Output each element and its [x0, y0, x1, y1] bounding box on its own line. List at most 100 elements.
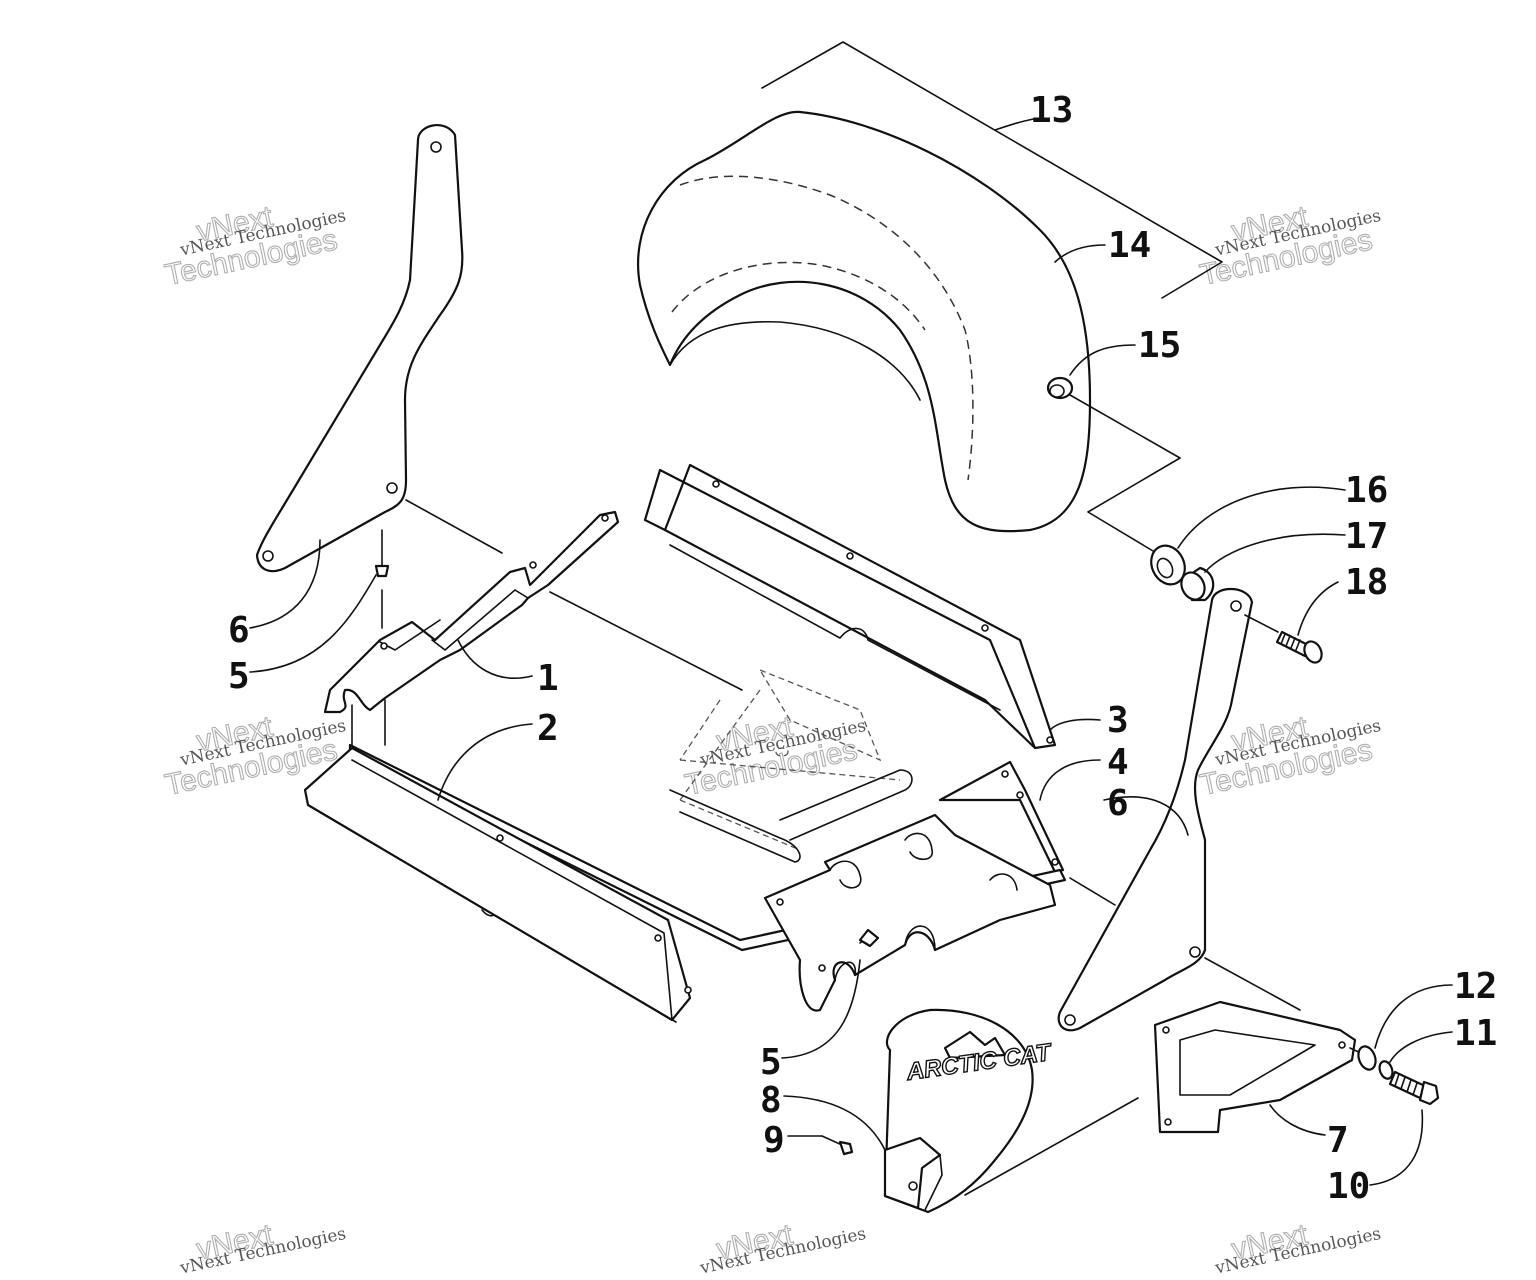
cushion-body [637, 110, 1092, 533]
front-panel [303, 746, 692, 1022]
bracket-plate [1057, 587, 1254, 1032]
rear-panel-edge [663, 528, 1037, 750]
leader-line [1389, 1031, 1453, 1063]
watermark: vNext vNext Technologies Technologies [1197, 200, 1383, 293]
callout-9: 9 [763, 1120, 785, 1161]
rivet-hole [1051, 858, 1059, 866]
front-panel-edge [307, 804, 677, 1023]
spacer-face [1180, 571, 1206, 601]
leader-line [249, 574, 377, 673]
bolt-threads [1394, 1073, 1418, 1096]
hidden-frame [679, 668, 901, 851]
callout-2: 2 [537, 708, 559, 749]
rivet-head [374, 564, 390, 578]
slot [834, 961, 856, 981]
bracket-hole [262, 550, 274, 562]
leader-line [1049, 718, 1101, 731]
leader-line [1054, 244, 1106, 263]
leader-line [1069, 344, 1136, 376]
frame-tube [779, 769, 913, 841]
centerline [1069, 394, 1181, 459]
lock-washer-11 [1378, 1060, 1394, 1080]
rivet-hole [846, 552, 854, 560]
leader-line [1374, 984, 1453, 1049]
backrest-cushion [637, 41, 1223, 561]
callout-14: 14 [1108, 225, 1151, 266]
centerline [1204, 957, 1301, 1011]
side-cover: ARCTIC CAT [883, 1008, 1139, 1214]
left-upright-bracket [255, 124, 503, 573]
pin-shank [821, 1135, 843, 1146]
side-cover-tab-edge [924, 1154, 943, 1211]
bracket-hole [386, 482, 398, 494]
bracket-hole [430, 141, 442, 153]
frame-tube [669, 789, 801, 863]
slot [904, 925, 936, 951]
cushion-edge [669, 320, 921, 401]
leader-line [781, 959, 861, 1059]
bracket-hole [1189, 946, 1201, 958]
callout-5: 5 [228, 656, 250, 697]
watermark: vNext vNext Technologies [178, 1218, 348, 1279]
leader-line [1369, 1109, 1424, 1186]
seat-frame [303, 463, 1116, 1023]
hidden-outline [758, 668, 882, 762]
rivet-hole [1164, 1118, 1172, 1126]
callout-8: 8 [760, 1080, 782, 1121]
callout-18: 18 [1345, 562, 1388, 603]
callout-10: 10 [1327, 1166, 1370, 1207]
centerline [405, 499, 503, 554]
washer-inner [1156, 557, 1174, 579]
leader-line [1039, 759, 1101, 801]
centerline [964, 1097, 1139, 1196]
watermark: vNext vNext Technologies Technologies [682, 710, 868, 803]
washer-outer [1357, 1045, 1377, 1071]
front-panel-fold [351, 759, 673, 1021]
mount-plate-cutout [1179, 1029, 1316, 1096]
washer-12 [1357, 1045, 1377, 1071]
logo-mark-icon [943, 1030, 1007, 1060]
mount-plate [1153, 1000, 1366, 1134]
rivet-right [858, 928, 880, 948]
callout-5-right: 5 [760, 1042, 782, 1083]
leader-line [1204, 533, 1346, 573]
watermark: vNext vNext Technologies [698, 1218, 868, 1279]
rivet-left [374, 529, 390, 629]
callout-7: 7 [1327, 1120, 1349, 1161]
rivet-hole [601, 514, 609, 522]
rivet-hole [1001, 770, 1009, 778]
callout-6-right: 6 [1107, 783, 1129, 824]
leader-line [783, 1095, 886, 1151]
leader-lines [249, 117, 1453, 1186]
rivet-hole [776, 898, 784, 906]
spacer [1180, 566, 1215, 602]
slot [989, 873, 1018, 891]
slotted-rail [763, 813, 1057, 1012]
rivet-hole [684, 986, 692, 994]
leader-line [1103, 796, 1189, 836]
washer [1150, 544, 1186, 586]
slot [829, 860, 862, 889]
callout-4: 4 [1107, 742, 1129, 783]
slot [904, 832, 933, 861]
centerline [1069, 877, 1116, 906]
leader-line [994, 117, 1041, 131]
centerline [549, 591, 743, 691]
group-bracket-13 [761, 41, 1223, 299]
clip-rail [323, 510, 620, 714]
rivet-hole [712, 480, 720, 488]
hidden-hole [775, 747, 789, 757]
side-cover-tab [883, 1136, 942, 1210]
rivet-hole [1046, 736, 1054, 744]
bolt-threads [1280, 633, 1301, 651]
rivet-hole [380, 642, 388, 650]
callout-12: 12 [1454, 966, 1497, 1007]
lock-washer [1378, 1060, 1394, 1080]
mount-plate-body [1153, 1000, 1357, 1134]
watermark: vNext vNext Technologies Technologies [162, 200, 348, 293]
leader-line [437, 723, 533, 801]
leader-line [1297, 581, 1339, 636]
rivet-hole [529, 561, 537, 569]
bracket-plate [255, 124, 464, 573]
